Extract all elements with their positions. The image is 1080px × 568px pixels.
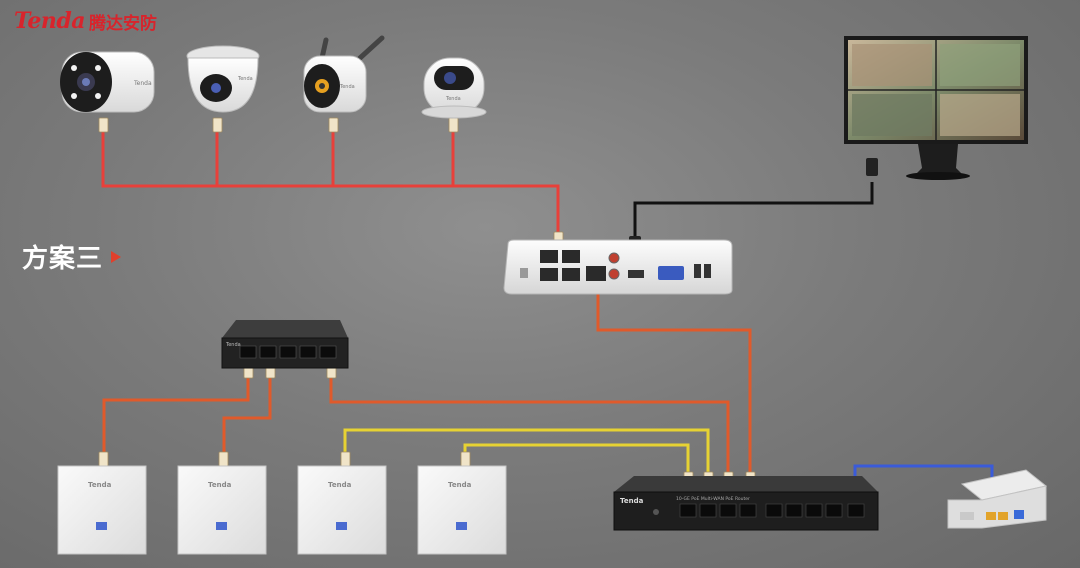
nvr-hdmi-port [628,270,644,278]
hdmi-plug-monitor [866,158,878,176]
scheme-label-text: 方案三 [22,244,104,274]
nvr-vga-port [658,266,684,280]
wifi-camera-logo: Tenda [339,84,355,90]
nvr-lan-ports [540,250,580,281]
brand-logo-cn: 腾达安防 [88,13,157,34]
bullet-camera-logo: Tenda [133,80,152,87]
monitor-cable [633,182,874,245]
ap-cables [102,372,730,480]
pt-camera: Tenda [421,57,487,119]
camera-cables [101,130,560,240]
dome-camera: Tenda [186,45,260,113]
rj45-plugs [98,117,998,511]
monitor [844,36,1028,180]
panel-ap-1-logo: Tenda [88,481,112,489]
router-logo: Tenda [620,497,644,505]
pt-camera-logo: Tenda [445,96,461,102]
panel-ap-3-logo: Tenda [328,481,352,489]
panel-ap-2: Tenda [177,465,267,555]
brand-logo-text: Tenda [14,8,85,34]
dome-camera-logo: Tenda [237,76,253,82]
optical-modem [947,469,1048,529]
switch-logo: Tenda [225,342,241,348]
poe-router: Tenda 10-GE PoE Multi-WAN PoE Router [613,476,879,531]
nvr-recorder [503,239,733,295]
scheme-label: 方案三 [22,238,122,275]
nvr-router-cable [596,288,752,480]
panel-ap-4: Tenda [417,465,507,555]
wifi-bullet-camera: Tenda [303,35,385,113]
panel-ap-2-logo: Tenda [208,481,232,489]
panel-ap-4-logo: Tenda [448,481,472,489]
switch-ap2-cable [222,372,272,460]
panel-ap-3: Tenda [297,465,387,555]
switch-ap1-cable [102,372,250,460]
arrow-right-icon [111,250,122,263]
switch-router-cable [329,372,730,480]
router-model: 10-GE PoE Multi-WAN PoE Router [676,496,750,502]
brand-logo: Tenda 腾达安防 [14,8,157,34]
panel-ap-1: Tenda [57,465,147,555]
camera-cable-1 [101,130,560,240]
nvr-uplink-port [586,266,606,281]
router-ports [679,503,865,518]
bullet-camera: Tenda [60,51,155,113]
router-ap3-cable [343,428,710,480]
poe-switch: Tenda [221,320,349,369]
